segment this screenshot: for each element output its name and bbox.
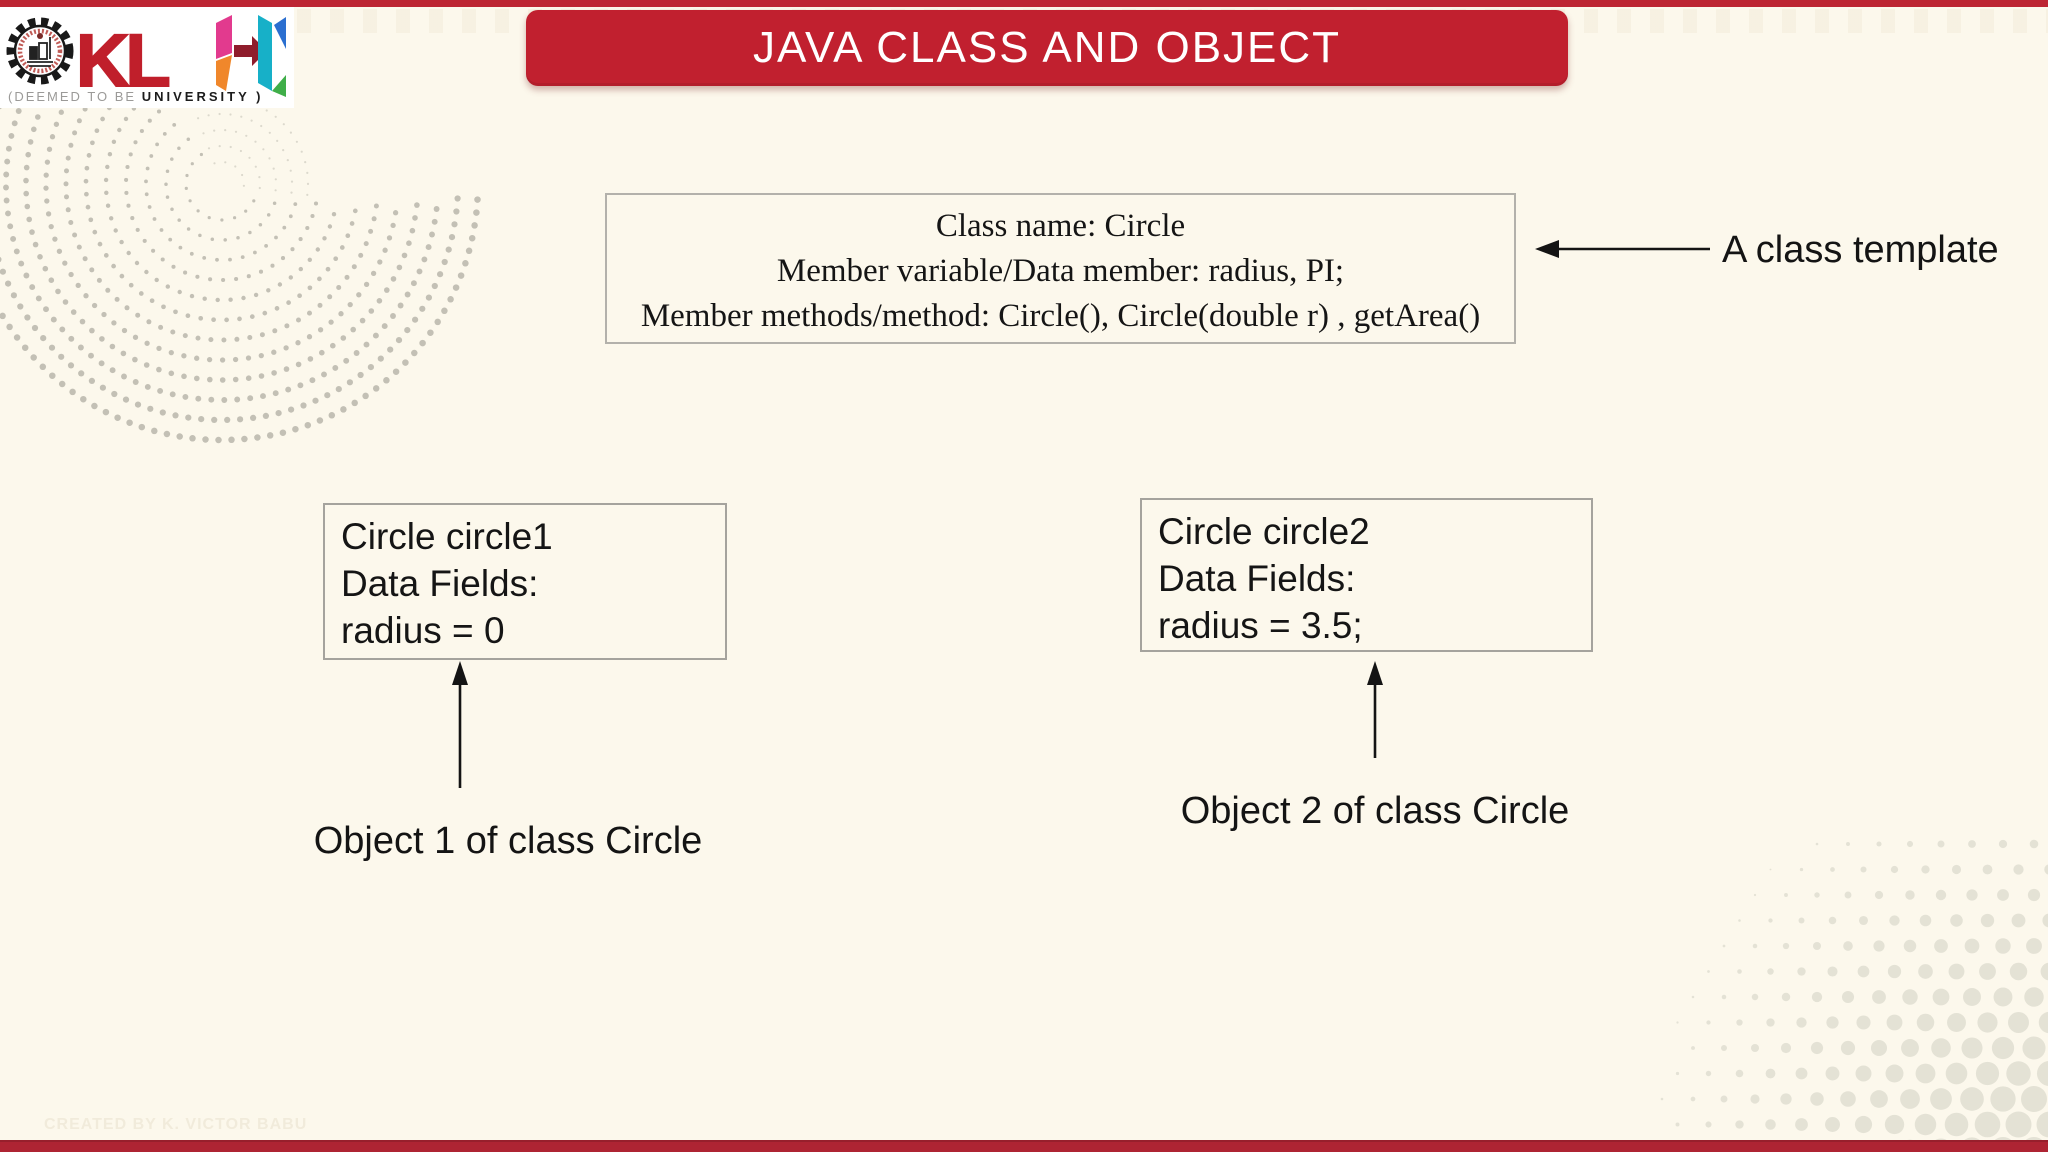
top-accent-bar [0, 0, 2048, 7]
logo-graphic: KL [6, 15, 286, 103]
class-template-line: Member variable/Data member: radius, PI; [776, 253, 1345, 289]
object1-line: Data Fields: [341, 563, 539, 604]
class-template-line: Class name: Circle [935, 208, 1186, 244]
object1-caption: Object 1 of class Circle [313, 820, 703, 862]
object1-line: radius = 0 [341, 610, 505, 651]
object2-line: Circle circle2 [1158, 511, 1370, 552]
object2-line: radius = 3.5; [1158, 605, 1363, 646]
slide-title: JAVA CLASS AND OBJECT [752, 23, 1342, 72]
object1-arrow [452, 661, 468, 788]
logo-tagline-left: (DEEMED TO BE [8, 89, 137, 104]
logo-tagline-right: UNIVERSITY ) [141, 89, 264, 104]
class-template-box: Class name: Circle Member variable/Data … [605, 193, 1516, 344]
object1-box: Circle circle1 Data Fields: radius = 0 [323, 503, 727, 660]
university-gear-emblem-icon [6, 17, 74, 85]
logo-tagline: (DEEMED TO BE UNIVERSITY ) [8, 89, 263, 104]
university-logo: KL (DEEMED TO BE UNIVERSITY ) [0, 7, 294, 108]
logo-letter-h [216, 15, 286, 97]
object2-caption: Object 2 of class Circle [1180, 790, 1570, 832]
bottom-accent-bar [0, 1140, 2048, 1152]
halftone-corner-decoration [1660, 839, 2048, 1142]
logo-letters-kl: KL [76, 19, 168, 102]
object2-arrow [1367, 661, 1383, 758]
class-template-arrow [1535, 240, 1710, 258]
class-template-label: A class template [1722, 229, 1999, 271]
slide-title-banner: JAVA CLASS AND OBJECT [526, 10, 1568, 86]
class-template-line: Member methods/method: Circle(), Circle(… [640, 298, 1481, 334]
object1-line: Circle circle1 [341, 516, 553, 557]
object2-box: Circle circle2 Data Fields: radius = 3.5… [1140, 498, 1593, 652]
credit-watermark: CREATED BY K. VICTOR BABU [44, 1116, 308, 1133]
object2-line: Data Fields: [1158, 558, 1356, 599]
dotted-swirl-decoration [0, 72, 481, 444]
